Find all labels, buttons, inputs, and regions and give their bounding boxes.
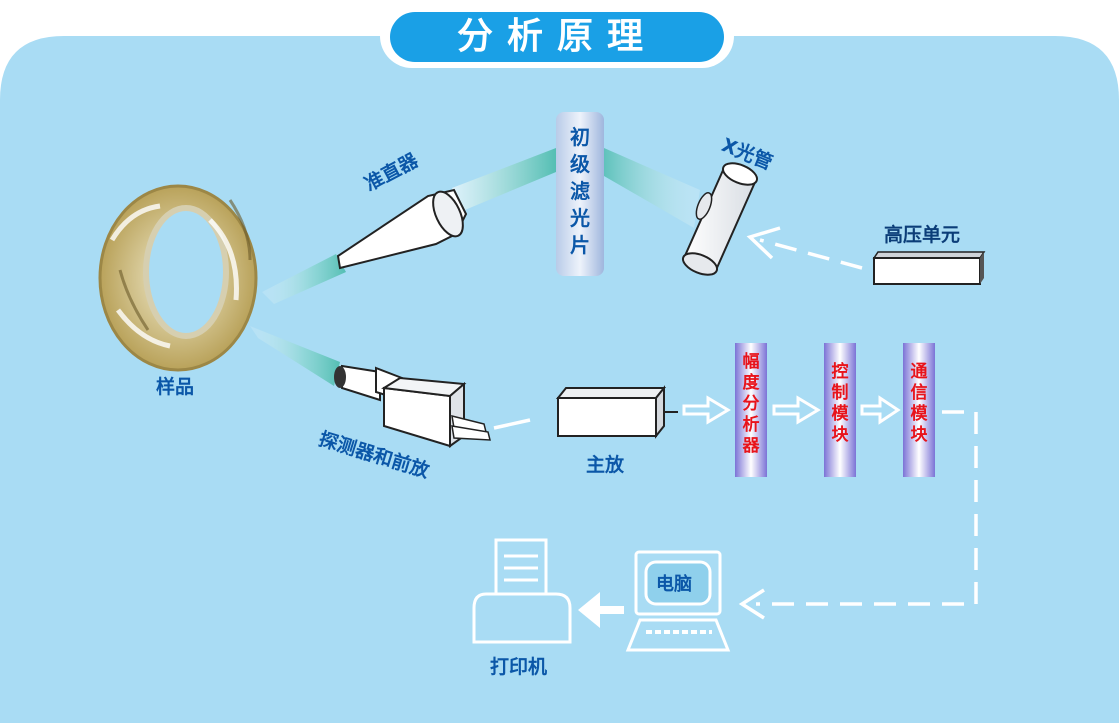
module-arrows [682, 395, 901, 425]
ring-sample-icon [98, 184, 258, 372]
collimator-icon [336, 188, 468, 270]
beam-tube-filter [604, 148, 700, 228]
background-panel [0, 36, 1119, 723]
label-printer: 打印机 [490, 656, 548, 678]
hv-arrowhead [746, 226, 781, 260]
hv-to-tube-line [759, 238, 863, 270]
module-bar-amplitude [735, 343, 767, 477]
label-high-voltage: 高压单元 [884, 224, 961, 246]
label-primary-filter: 初级滤光片 [570, 125, 590, 257]
comm-to-computer-line [756, 410, 978, 606]
label-computer: 电脑 [656, 574, 692, 595]
page-title: 分析原理 [456, 16, 657, 57]
amplifier-box-icon [555, 385, 678, 439]
computer-arrowhead [738, 588, 765, 620]
computer-to-printer-arrow [578, 592, 624, 628]
computer-icon [625, 550, 731, 652]
primary-filter-icon [556, 112, 604, 276]
module-bar-comm [903, 343, 935, 477]
high-voltage-unit-icon [872, 251, 986, 285]
title-pill [390, 12, 724, 62]
xray-tube-icon [681, 162, 759, 276]
label-main-amp: 主放 [586, 454, 625, 476]
printer-icon [472, 538, 572, 644]
beam-filter-collimator [452, 148, 556, 212]
module-bar-control [824, 343, 856, 477]
detector-icon [334, 364, 491, 448]
detector-to-amp-line [493, 418, 531, 430]
label-sample: 样品 [156, 376, 195, 398]
label-comm-module: 通信模块 [910, 362, 928, 445]
label-amplitude-analyzer: 幅度分析器 [742, 352, 760, 456]
beam-sample-detector [250, 326, 340, 386]
label-control-module: 控制模块 [831, 362, 849, 445]
beam-sample-collimator [262, 254, 346, 304]
